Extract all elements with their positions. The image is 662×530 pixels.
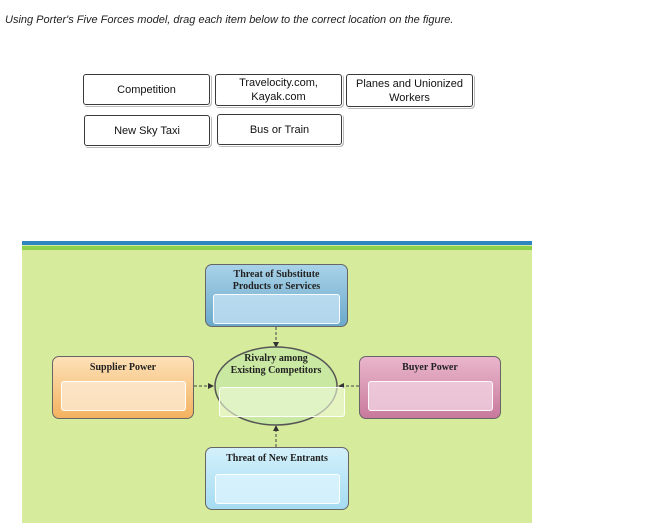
drop-zone-buyer[interactable]	[368, 381, 493, 411]
force-supplier-title: Supplier Power	[89, 362, 157, 373]
drop-zone-substitutes[interactable]	[213, 294, 340, 324]
drag-item-label: Planes and Unionized Workers	[355, 77, 464, 104]
force-new-entrants-title: Threat of New Entrants	[226, 453, 328, 464]
drag-item-bus-or-train[interactable]: Bus or Train	[217, 114, 342, 145]
force-substitutes-box: Threat of Substitute Products or Service…	[205, 264, 348, 327]
drag-item-label: Travelocity.com, Kayak.com	[239, 77, 318, 103]
diagram-accent-bar	[22, 246, 532, 250]
drop-zone-new-entrants[interactable]	[215, 474, 340, 504]
drop-zone-rivalry[interactable]	[219, 387, 345, 417]
force-buyer-box: Buyer Power	[359, 356, 501, 419]
force-rivalry-title: Rivalry among Existing Competitors	[230, 353, 322, 376]
drag-item-new-sky-taxi[interactable]: New Sky Taxi	[84, 115, 210, 146]
drag-item-travelocity-kayak[interactable]: Travelocity.com, Kayak.com	[215, 74, 342, 106]
drag-item-label: New Sky Taxi	[114, 124, 180, 137]
instructions-text: Using Porter's Five Forces model, drag e…	[5, 14, 454, 26]
force-rivalry-box: Rivalry among Existing Competitors	[215, 349, 345, 419]
five-forces-diagram: Threat of Substitute Products or Service…	[22, 241, 532, 523]
force-supplier-box: Supplier Power	[52, 356, 194, 419]
drag-item-label: Bus or Train	[249, 123, 310, 136]
force-buyer-title: Buyer Power	[402, 362, 458, 373]
force-substitutes-title: Threat of Substitute Products or Service…	[232, 269, 321, 292]
diagram-top-bar	[22, 241, 532, 245]
drop-zone-supplier[interactable]	[61, 381, 186, 411]
drag-item-planes-unionized-workers[interactable]: Planes and Unionized Workers	[346, 74, 473, 107]
drag-item-label: Competition	[117, 83, 176, 96]
drag-item-competition[interactable]: Competition	[83, 74, 210, 105]
force-new-entrants-box: Threat of New Entrants	[205, 447, 349, 510]
